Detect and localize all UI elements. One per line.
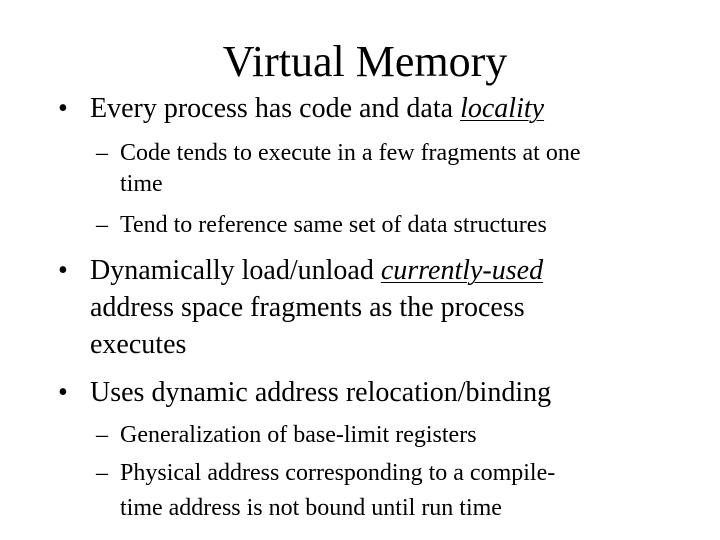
sub-bullet-1-1: – Code tends to execute in a few fragmen… <box>96 138 696 200</box>
sub-bullet-3-1: – Generalization of base-limit registers <box>96 420 696 451</box>
bullet-2-line-2: address space fragments as the process <box>90 292 525 323</box>
bullet-1-text: Every process has code and data locality <box>90 90 544 127</box>
bullet-1: • Every process has code and data locali… <box>58 90 698 127</box>
bullet-1-text-start: Every process has code and data <box>90 93 461 124</box>
slide-title: Virtual Memory <box>222 37 508 86</box>
bullet-1-emphasis: locality <box>460 93 545 124</box>
bullet-2: • Dynamically load/unload currently-used… <box>58 252 698 363</box>
sub-bullet-3-2: – Physical address corresponding to a co… <box>96 458 696 521</box>
sub-bullet-1-2: – Tend to reference same set of data str… <box>96 210 696 241</box>
sub-bullet-1-2-line-1: Tend to reference same set of data struc… <box>120 212 547 238</box>
sub-bullet-1-1-line-2: time <box>120 171 163 197</box>
sub-bullet-marker: – <box>96 460 108 486</box>
sub-bullet-1-1-line-1: Code tends to execute in a few fragments… <box>120 140 581 166</box>
sub-bullet-marker: – <box>96 140 108 166</box>
sub-bullet-3-2-line-2: time address is not bound until run time <box>120 495 502 521</box>
sub-bullet-3-1-line-1: Generalization of base-limit registers <box>120 422 477 448</box>
bullet-2-emphasis: currently-used <box>380 255 544 286</box>
bullet-marker: • <box>58 377 68 408</box>
sub-bullet-3-2-line-1: Physical address corresponding to a comp… <box>120 460 556 486</box>
sub-bullet-marker: – <box>96 212 108 238</box>
bullet-3: • Uses dynamic address relocation/bindin… <box>58 374 698 411</box>
bullet-2-line-1: Dynamically load/unload currently-used <box>90 252 543 289</box>
bullet-2-text-start: Dynamically load/unload <box>90 255 381 286</box>
bullet-2-line-3: executes <box>90 329 187 360</box>
bullet-marker: • <box>58 255 68 286</box>
bullet-3-text: Uses dynamic address relocation/binding <box>90 377 552 408</box>
bullet-marker: • <box>58 93 68 124</box>
sub-bullet-marker: – <box>96 422 108 448</box>
